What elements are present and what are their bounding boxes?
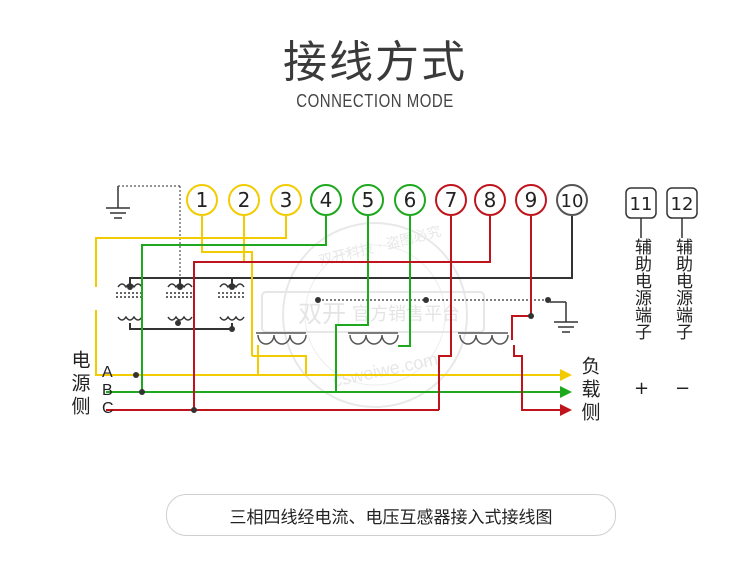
- load-side-label: 负载侧: [576, 356, 602, 432]
- terminal-3: 3: [280, 188, 293, 212]
- aux-terminals: 11 12: [625, 187, 698, 238]
- terminal-10: 10: [561, 191, 584, 212]
- terminal-9: 9: [525, 188, 538, 212]
- current-transformers: [256, 332, 509, 345]
- watermark-text: 官方销售平台: [352, 304, 460, 325]
- aux-terminal-11: 11: [630, 194, 653, 215]
- load-side-text: 负载侧: [578, 356, 601, 425]
- page-subtitle: CONNECTION MODE: [296, 91, 454, 112]
- terminal-block: 1 2 3 4 5 6 7 8 9 10: [186, 184, 588, 216]
- aux-label-12-text: 辅助电源端子: [672, 238, 692, 340]
- aux-label-11: 辅助电源端子: [630, 238, 652, 346]
- caption-text: 三相四线经电流、电压互感器接入式接线图: [229, 507, 553, 528]
- aux-label-11-text: 辅助电源端子: [631, 238, 651, 340]
- phase-a-wiring: [95, 216, 560, 376]
- source-side-text: 电源侧: [68, 350, 91, 419]
- terminal-6: 6: [404, 188, 417, 212]
- terminal-8: 8: [484, 188, 497, 212]
- terminal-2: 2: [238, 188, 251, 212]
- page-title: 接线方式: [283, 37, 467, 88]
- phase-c-wiring: [106, 216, 560, 411]
- terminal-7: 7: [445, 188, 458, 212]
- ground-symbol-right: [554, 302, 578, 333]
- phase-c-arrow: [560, 404, 572, 416]
- caption-box: 三相四线经电流、电压互感器接入式接线图: [166, 494, 616, 536]
- source-side-label: 电源侧: [66, 350, 92, 426]
- junction-dots: [127, 284, 551, 413]
- phase-label-b: B: [102, 382, 113, 399]
- terminal-1: 1: [196, 188, 209, 212]
- aux-sign-plus: +: [634, 378, 650, 399]
- phase-b-arrow: [560, 386, 572, 398]
- voltage-transformers: [116, 283, 246, 321]
- aux-label-12: 辅助电源端子: [671, 238, 693, 346]
- phase-label-c: C: [102, 400, 114, 417]
- phase-a-arrow: [560, 369, 572, 381]
- phase-label-a: A: [102, 364, 113, 381]
- aux-terminal-12: 12: [671, 194, 694, 215]
- terminal-4: 4: [320, 188, 333, 212]
- terminal-5: 5: [362, 188, 375, 212]
- watermark-brand: 双开: [298, 300, 346, 328]
- neutral-wiring: [129, 216, 573, 330]
- aux-sign-minus: −: [675, 378, 691, 399]
- ground-symbol-left: [106, 186, 130, 219]
- phase-b-wiring: [106, 216, 560, 393]
